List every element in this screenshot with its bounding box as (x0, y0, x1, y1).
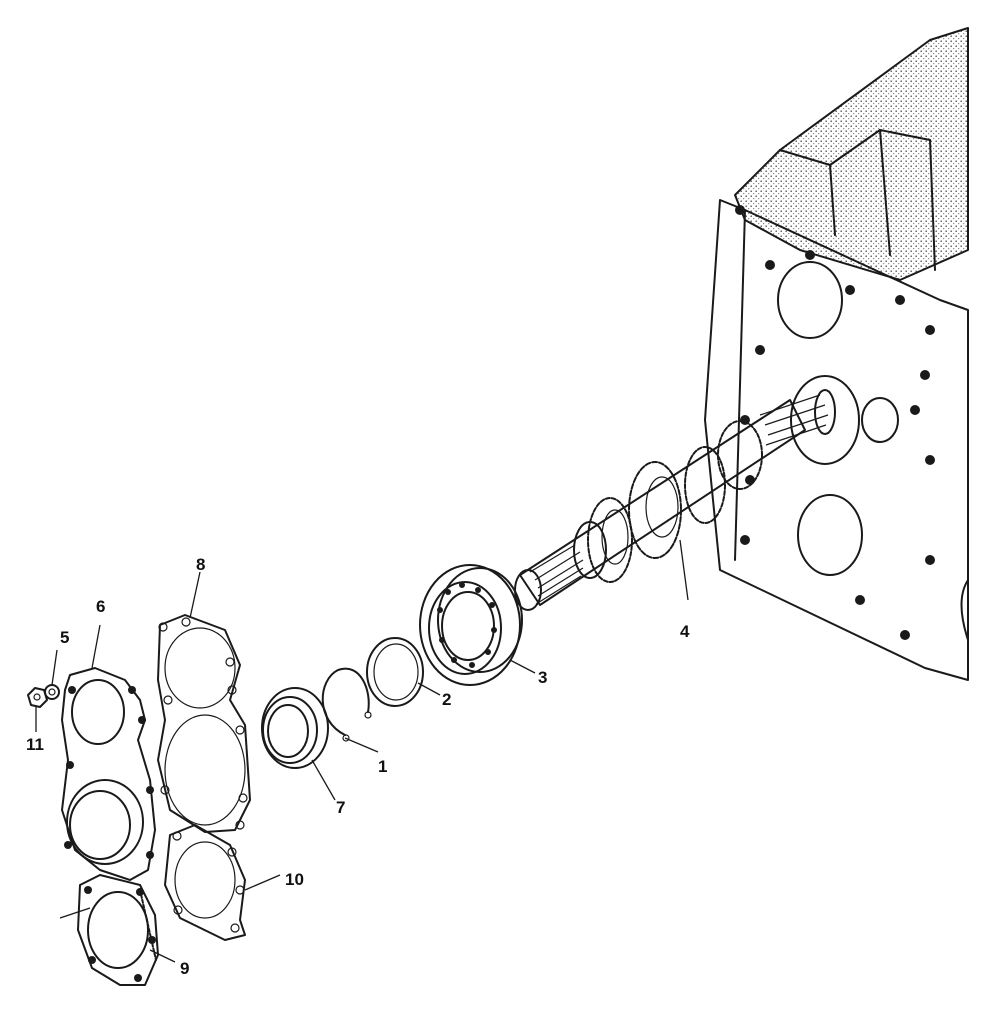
hex-nut (27, 687, 48, 708)
callout-7: 7 (336, 798, 345, 817)
callout-8: 8 (196, 555, 205, 574)
washer (366, 637, 424, 707)
transmission-housing (704, 27, 969, 681)
leader-lines (35, 539, 689, 963)
oil-seal (261, 687, 329, 769)
callout-6: 6 (96, 597, 105, 616)
callout-5: 5 (60, 628, 69, 647)
bearing-retainer-cover (61, 667, 156, 881)
main-shaft-gear-assembly (514, 389, 836, 611)
callout-10: 10 (285, 870, 304, 889)
snap-ring (321, 667, 372, 742)
callout-3: 3 (538, 668, 547, 687)
callout-1: 1 (378, 757, 387, 776)
callout-2: 2 (442, 690, 451, 709)
gasket-lower (164, 824, 246, 941)
ball-bearing (419, 564, 523, 686)
callout-9: 9 (180, 959, 189, 978)
callout-4: 4 (680, 622, 690, 641)
end-cap (77, 874, 159, 986)
gasket-upper (157, 614, 251, 833)
callout-11: 11 (26, 735, 44, 754)
